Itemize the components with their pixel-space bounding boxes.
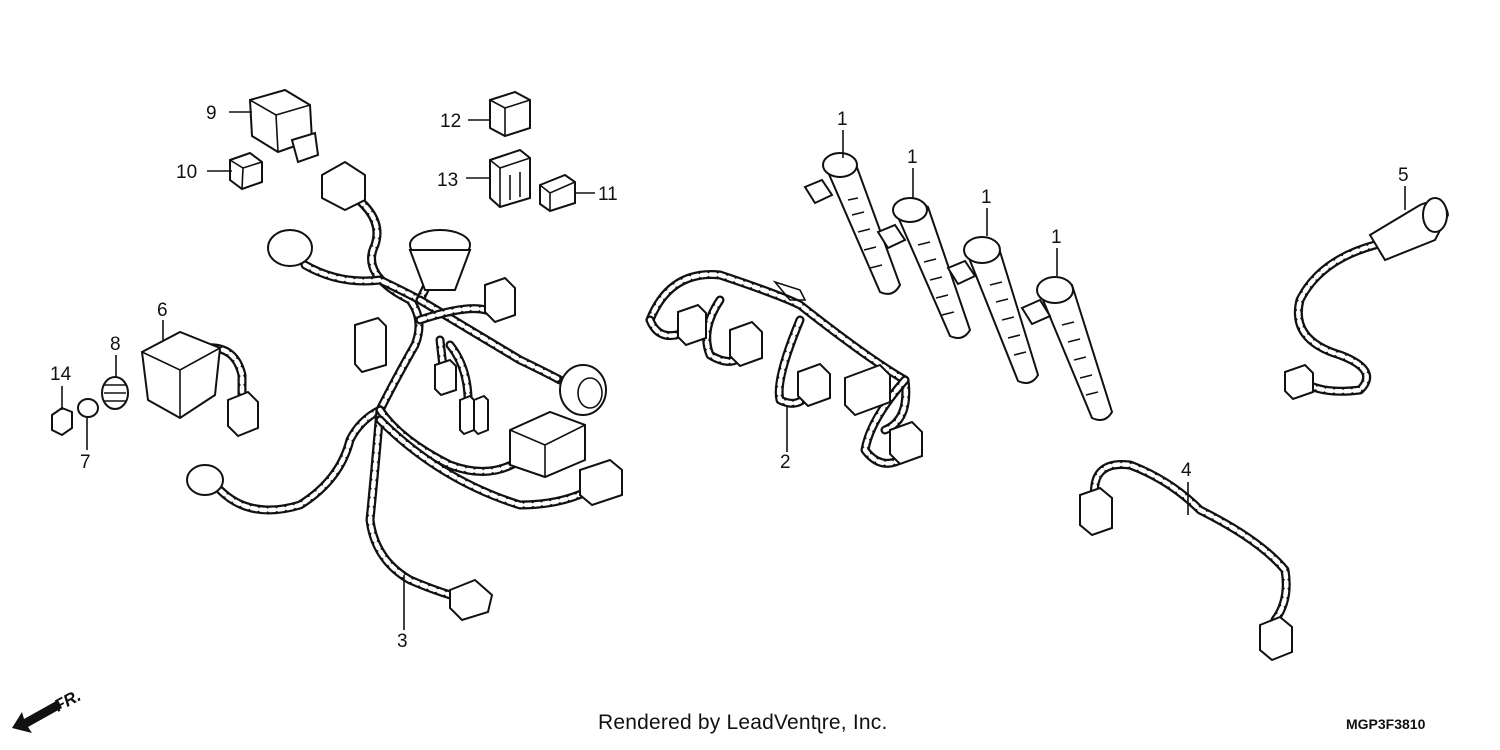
leader-lines (61, 111, 1406, 630)
callout-2: 2 (780, 452, 791, 473)
callout-1c: 1 (981, 187, 992, 208)
callout-11: 11 (598, 184, 618, 205)
callout-7: 7 (80, 452, 91, 473)
callout-1b: 1 (907, 147, 918, 168)
callout-5: 5 (1398, 165, 1409, 186)
part-8-grommet (101, 376, 129, 410)
part-9-sensor (248, 88, 320, 164)
credit-text: Rendered by LeadVentʅre, Inc. (598, 711, 888, 734)
part-6-unit (140, 330, 259, 438)
diagram-code: MGP3F3810 (1346, 716, 1426, 732)
callout-13: 13 (437, 170, 458, 191)
callout-12: 12 (440, 111, 461, 132)
part-1-ignition-coil-b (876, 197, 972, 339)
front-direction-arrow-icon (12, 700, 62, 733)
callout-6: 6 (157, 300, 168, 321)
callout-1d: 1 (1051, 227, 1062, 248)
part-1-ignition-coil-c (946, 236, 1040, 384)
part-13-socket (489, 148, 531, 209)
part-1-ignition-coil-a (803, 152, 902, 295)
callout-4: 4 (1181, 460, 1192, 481)
part-4-lead (1079, 459, 1293, 662)
callout-10: 10 (176, 162, 197, 183)
part-10-clip (229, 151, 263, 191)
part-5-sensor (1284, 197, 1450, 401)
callout-3: 3 (397, 631, 408, 652)
part-1-ignition-coil-d (1020, 276, 1114, 421)
callout-8: 8 (110, 334, 121, 355)
part-12-relay (489, 90, 531, 138)
callout-14: 14 (50, 364, 72, 385)
part-2-sub-harness (645, 270, 923, 468)
part-7-collar (77, 398, 99, 418)
callout-1a: 1 (837, 109, 848, 130)
part-14-nut (51, 406, 73, 437)
callout-9: 9 (206, 103, 217, 124)
part-11-cap (539, 173, 576, 213)
part-3-main-harness (186, 160, 623, 622)
